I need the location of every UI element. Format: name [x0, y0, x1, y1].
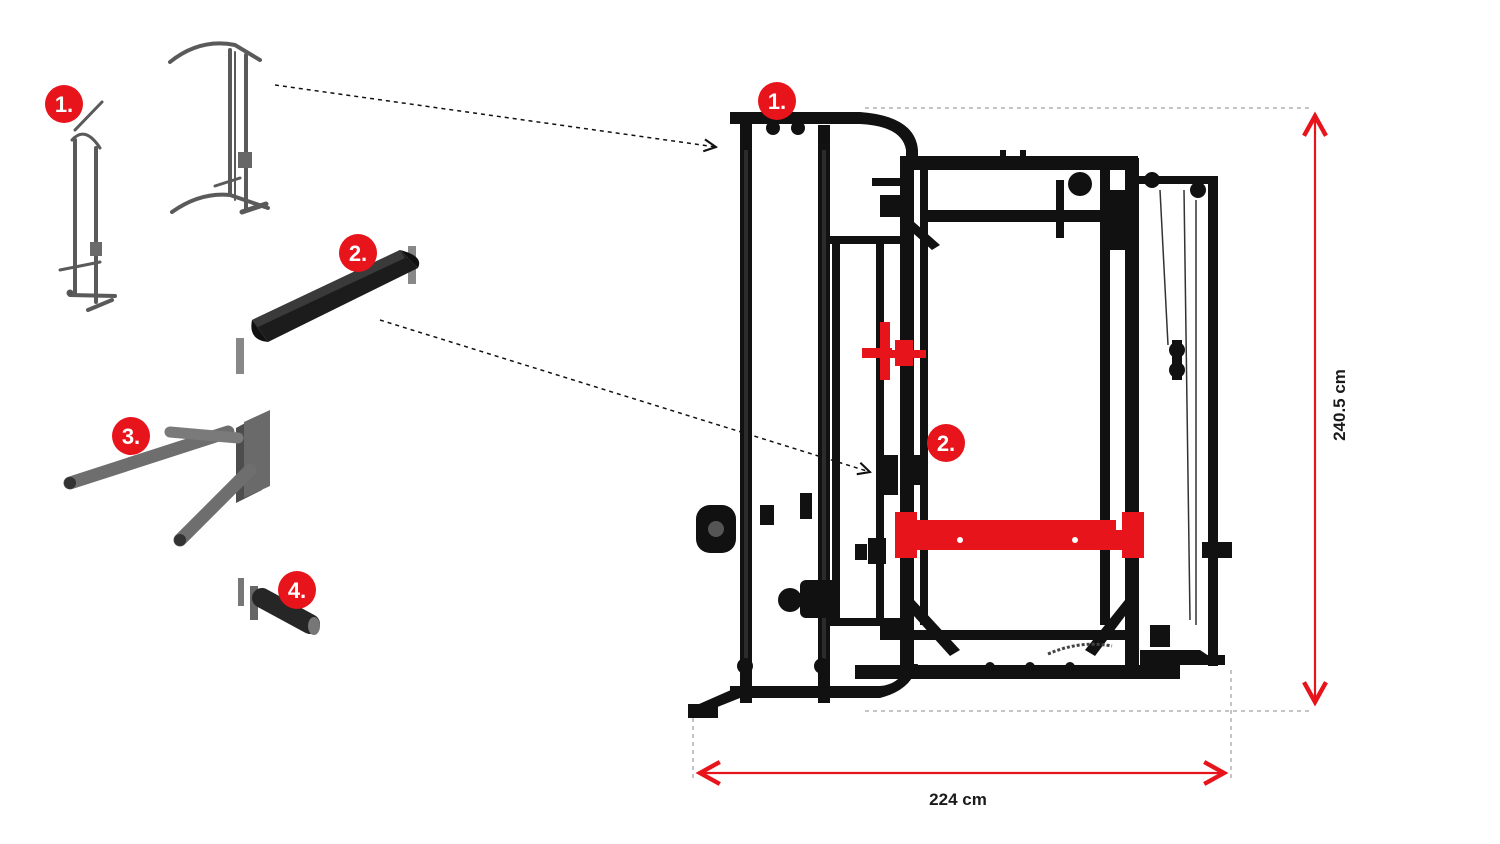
rack-lat-tower-section: [688, 112, 918, 718]
svg-text:2.: 2.: [349, 241, 367, 266]
landmine-attachment: [238, 578, 320, 635]
svg-text:1.: 1.: [768, 89, 786, 114]
svg-text:1.: 1.: [55, 92, 73, 117]
leader-arrow-lat-tower: [274, 84, 716, 147]
width-dimension: [692, 670, 1232, 778]
badge-dip-bars: 3.: [112, 417, 150, 455]
dip-bars-attachment: [63, 410, 270, 547]
rack-cable-tower: [1138, 172, 1232, 666]
rack-safety-bar-red: [862, 322, 1144, 558]
lat-tower-attachment: [58, 41, 270, 312]
roller-pad-attachment: [236, 246, 420, 374]
badge-landmine: 4.: [278, 571, 316, 609]
power-rack: [688, 112, 1232, 718]
rack-chain: [1047, 642, 1113, 656]
lat-tower-large-view: [168, 41, 270, 215]
svg-text:3.: 3.: [122, 424, 140, 449]
svg-text:4.: 4.: [288, 578, 306, 603]
lat-tower-small-view: [58, 100, 117, 312]
rack-main-frame: [855, 150, 1180, 679]
rack-back-frame: [830, 236, 900, 626]
badge-rack-roller-pad: 2.: [927, 424, 965, 462]
height-label: 240.5 cm: [1330, 369, 1349, 441]
width-label: 224 cm: [929, 790, 987, 809]
svg-text:2.: 2.: [937, 431, 955, 456]
leader-arrow-roller-pad: [379, 319, 870, 472]
height-dimension: [865, 107, 1315, 712]
badge-lat-tower: 1.: [45, 85, 83, 123]
badge-rack-lat-tower: 1.: [758, 82, 796, 120]
badge-roller-pad: 2.: [339, 234, 377, 272]
